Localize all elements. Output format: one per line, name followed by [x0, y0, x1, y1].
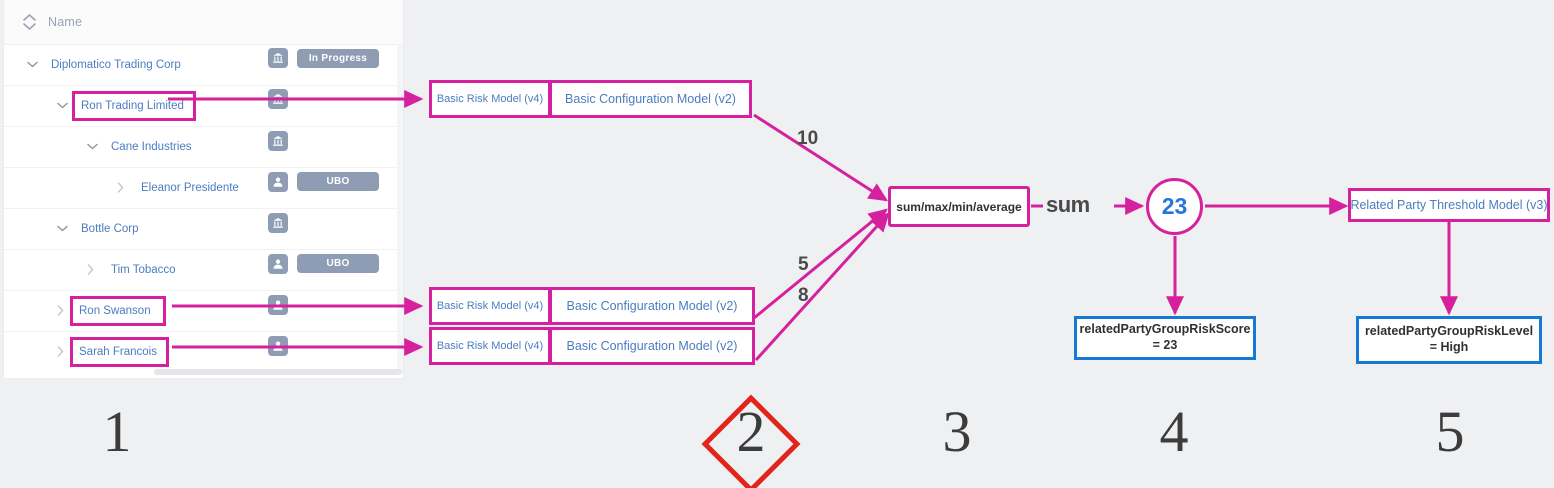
person-icon [268, 172, 288, 192]
chevron-right-icon[interactable] [52, 303, 68, 319]
edge-weight-10: 10 [797, 128, 819, 149]
aggregation-operation-label: sum [1046, 192, 1090, 217]
tree-row[interactable]: Eleanor Presidente [4, 167, 403, 209]
tree-node-label-highlighted[interactable]: Ron Swanson [70, 295, 166, 326]
person-icon [268, 295, 288, 315]
aggregation-function-box[interactable]: sum/max/min/average [888, 186, 1030, 227]
horizontal-scrollbar[interactable] [154, 369, 402, 375]
chevron-down-icon[interactable] [54, 221, 70, 237]
tree-node-label[interactable]: Cane Industries [111, 140, 192, 153]
tree-row[interactable]: Cane Industries [4, 126, 403, 168]
entity-tree-panel[interactable]: Name Diplomatico Trading Corp In Progres… [4, 0, 403, 378]
basic-risk-model-box[interactable]: Basic Risk Model (v4) [429, 327, 551, 365]
edge-weight-5: 5 [798, 254, 809, 275]
person-icon [268, 336, 288, 356]
bank-icon [268, 131, 288, 151]
tree-row[interactable]: Diplomatico Trading Corp [4, 44, 403, 86]
related-party-group-risk-score-box[interactable]: relatedPartyGroupRiskScore = 23 [1074, 316, 1256, 360]
tree-row[interactable]: Ron Swanson [4, 290, 403, 332]
chevron-right-icon[interactable] [82, 262, 98, 278]
step-number-3: 3 [942, 399, 972, 464]
tree-column-header-name: Name [48, 15, 83, 29]
chevron-down-icon[interactable] [84, 139, 100, 155]
basic-configuration-model-box[interactable]: Basic Configuration Model (v2) [549, 327, 755, 365]
chevron-down-icon[interactable] [24, 57, 40, 73]
tree-row[interactable]: Ron Trading Limited [4, 85, 403, 127]
step-number-2: 2 [736, 399, 766, 464]
bank-icon [268, 213, 288, 233]
step-number-1: 1 [102, 399, 132, 464]
tree-node-label[interactable]: Bottle Corp [81, 222, 139, 235]
vertical-scrollbar[interactable] [397, 44, 403, 374]
collapse-all-icon[interactable] [22, 14, 36, 30]
tree-row[interactable]: Bottle Corp [4, 208, 403, 250]
bank-icon [268, 48, 288, 68]
related-party-group-risk-level-box[interactable]: relatedPartyGroupRiskLevel = High [1356, 316, 1542, 364]
tree-row[interactable]: Sarah Francois [4, 331, 403, 372]
edge-model2-to-aggregation [753, 208, 888, 320]
related-party-threshold-model-box[interactable]: Related Party Threshold Model (v3) [1348, 188, 1550, 222]
bank-icon [268, 89, 288, 109]
tree-node-label-highlighted[interactable]: Ron Trading Limited [72, 90, 196, 121]
tree-row[interactable]: Tim Tobacco [4, 249, 403, 291]
edge-weight-8: 8 [798, 285, 809, 306]
chevron-right-icon[interactable] [52, 344, 68, 360]
status-badge: In Progress [297, 49, 379, 68]
status-badge: UBO [297, 172, 379, 191]
status-badge: UBO [297, 254, 379, 273]
tree-node-label[interactable]: Tim Tobacco [111, 263, 176, 276]
edge-model3-to-aggregation [754, 212, 890, 362]
tree-node-label-highlighted[interactable]: Sarah Francois [70, 336, 169, 367]
tree-header: Name [4, 0, 403, 45]
basic-configuration-model-box[interactable]: Basic Configuration Model (v2) [549, 287, 755, 325]
tree-node-label[interactable]: Diplomatico Trading Corp [51, 58, 181, 71]
chevron-down-icon[interactable] [54, 98, 70, 114]
step-number-5: 5 [1435, 399, 1465, 464]
aggregated-score-node[interactable]: 23 [1146, 178, 1203, 235]
step-number-4: 4 [1159, 399, 1189, 464]
chevron-right-icon[interactable] [112, 180, 128, 196]
basic-risk-model-box[interactable]: Basic Risk Model (v4) [429, 287, 551, 325]
edge-model1-to-aggregation [753, 113, 889, 202]
tree-node-label[interactable]: Eleanor Presidente [141, 181, 239, 194]
basic-risk-model-box[interactable]: Basic Risk Model (v4) [429, 80, 551, 118]
basic-configuration-model-box[interactable]: Basic Configuration Model (v2) [549, 80, 752, 118]
person-icon [268, 254, 288, 274]
